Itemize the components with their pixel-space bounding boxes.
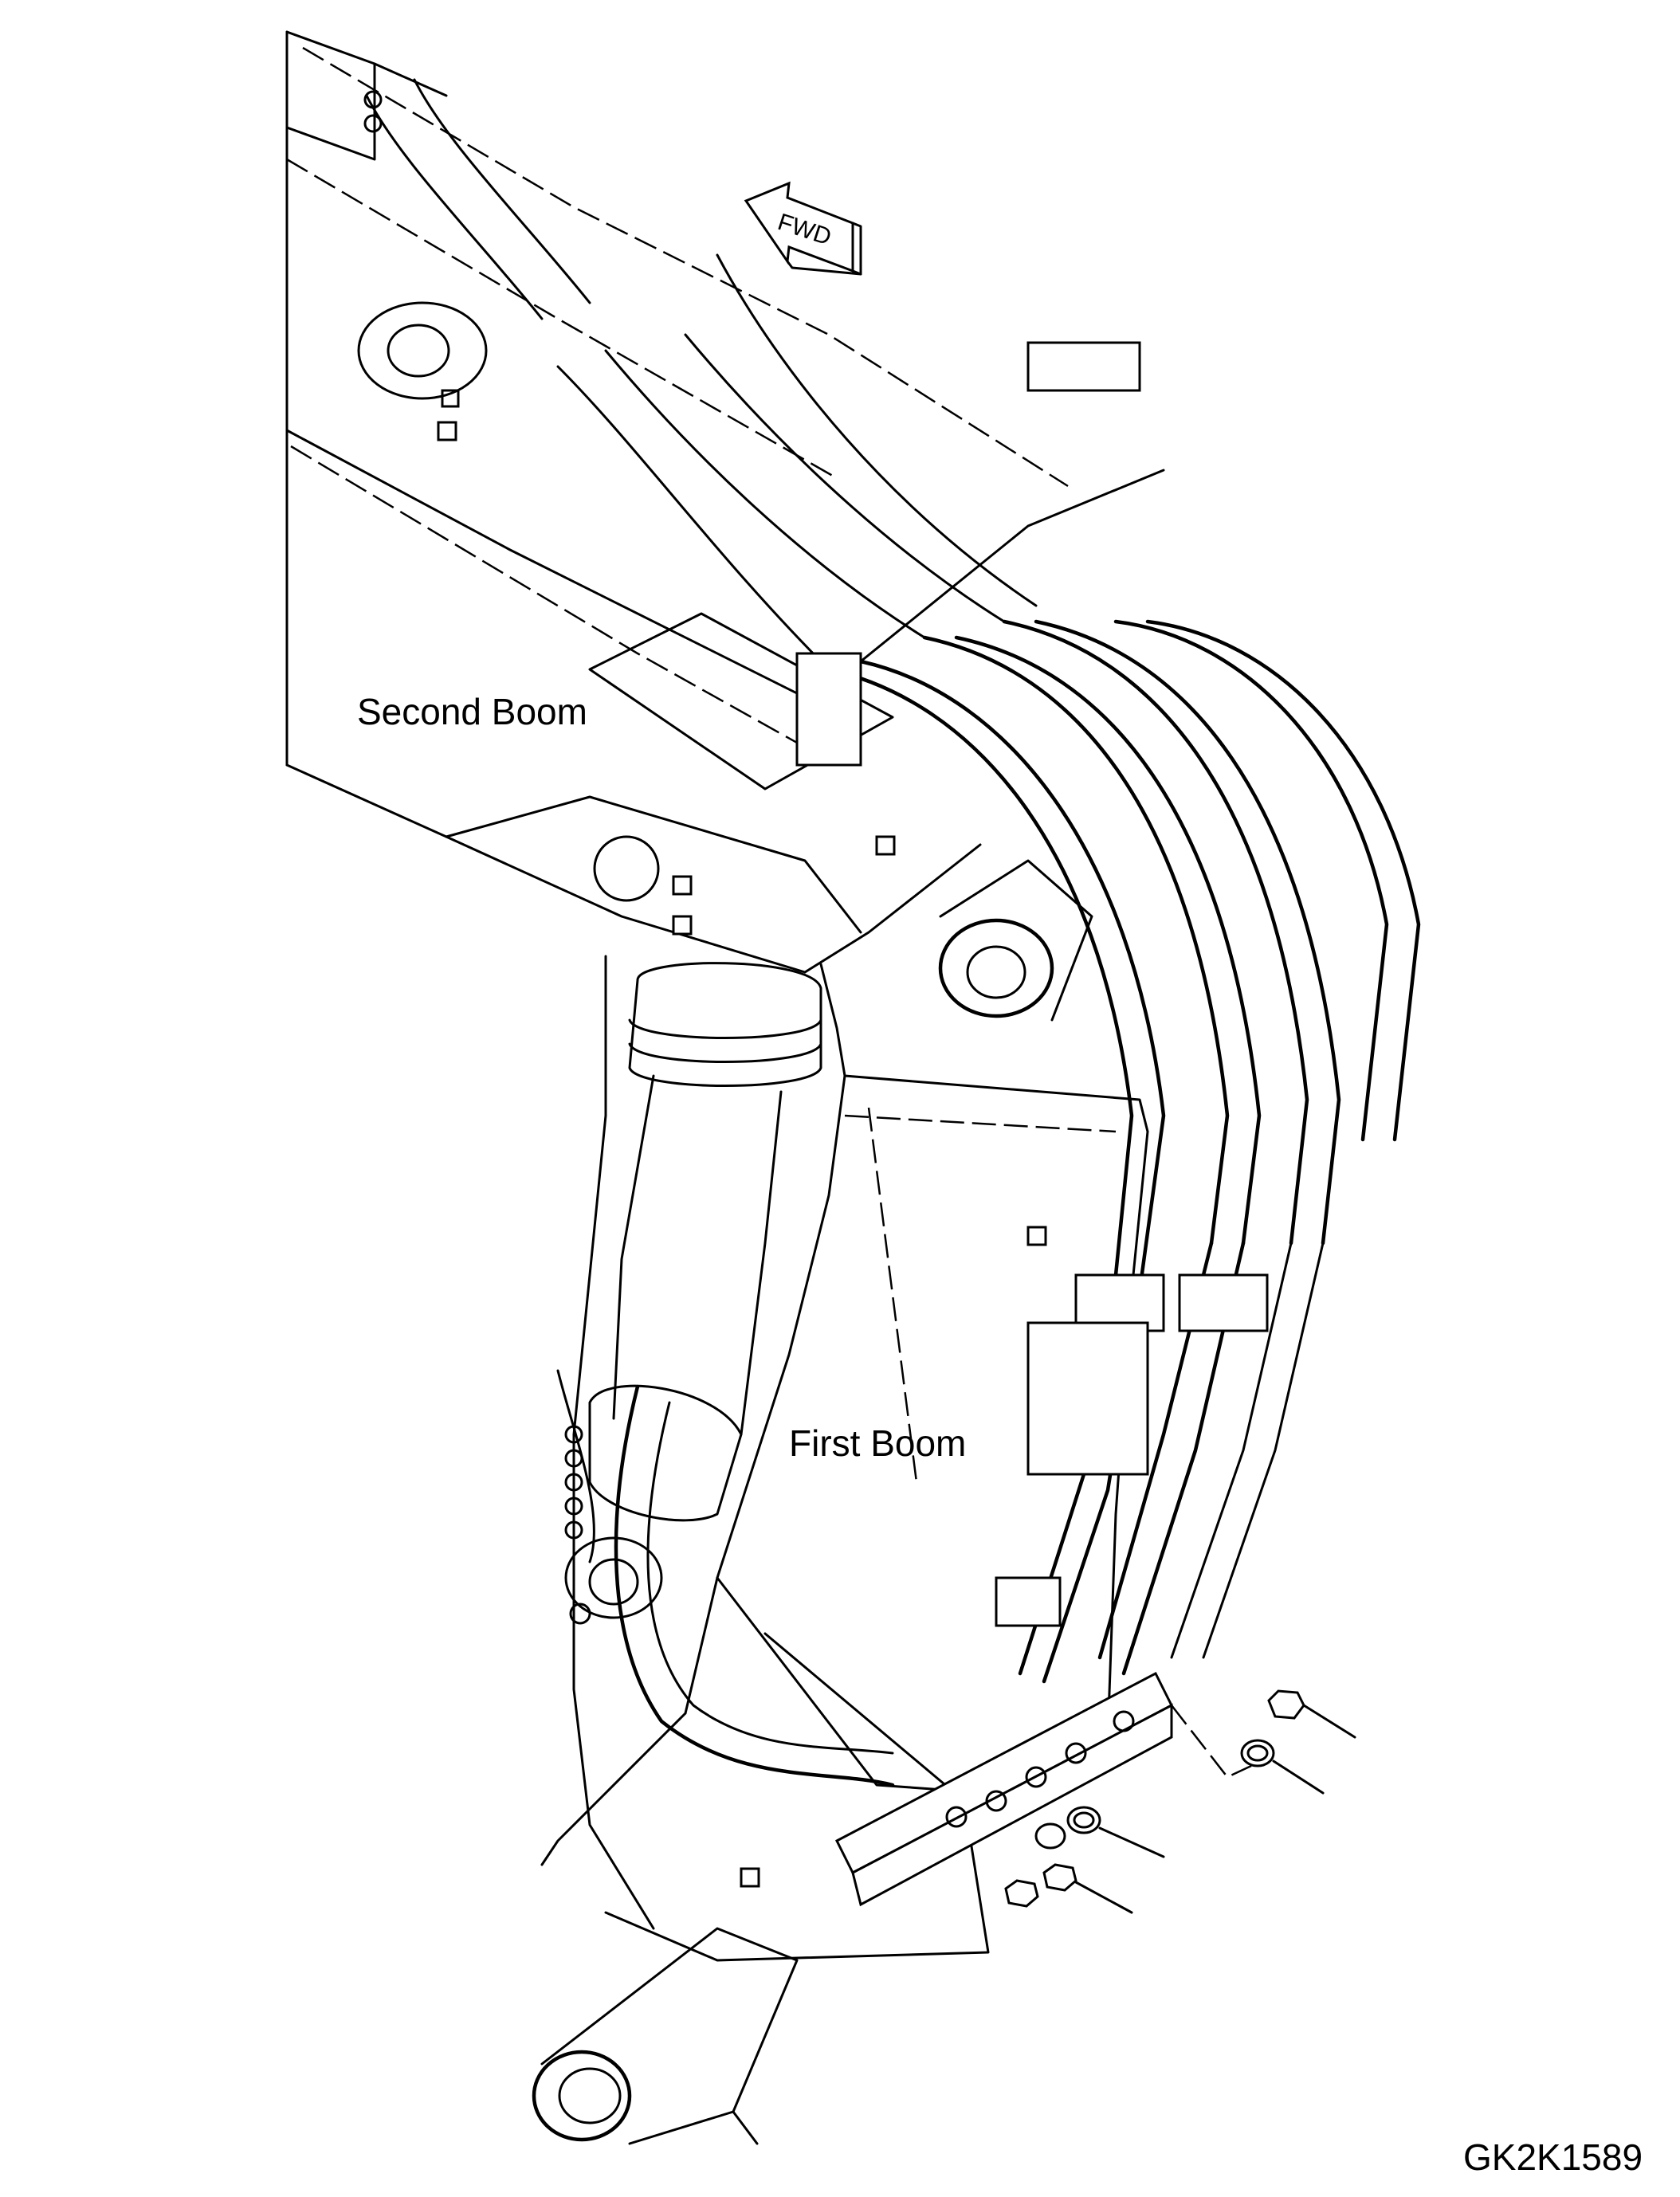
manifold-block (835, 1671, 1173, 1907)
drawing-code: GK2K1589 (1463, 2136, 1643, 2178)
o-ring (1240, 1739, 1275, 1767)
plug-hex (1267, 1689, 1305, 1720)
o-ring-2 (1066, 1806, 1101, 1834)
loose-parts (1004, 1689, 1356, 1914)
fwd-arrow-icon (744, 181, 862, 276)
first-boom-label: First Boom (789, 1422, 967, 1464)
hydraulic-hoses (365, 78, 1421, 1787)
boom-cylinder (556, 962, 822, 1625)
bolt-head (1042, 1863, 1077, 1892)
second-boom-label: Second Boom (357, 691, 587, 732)
first-boom (532, 859, 1149, 2145)
